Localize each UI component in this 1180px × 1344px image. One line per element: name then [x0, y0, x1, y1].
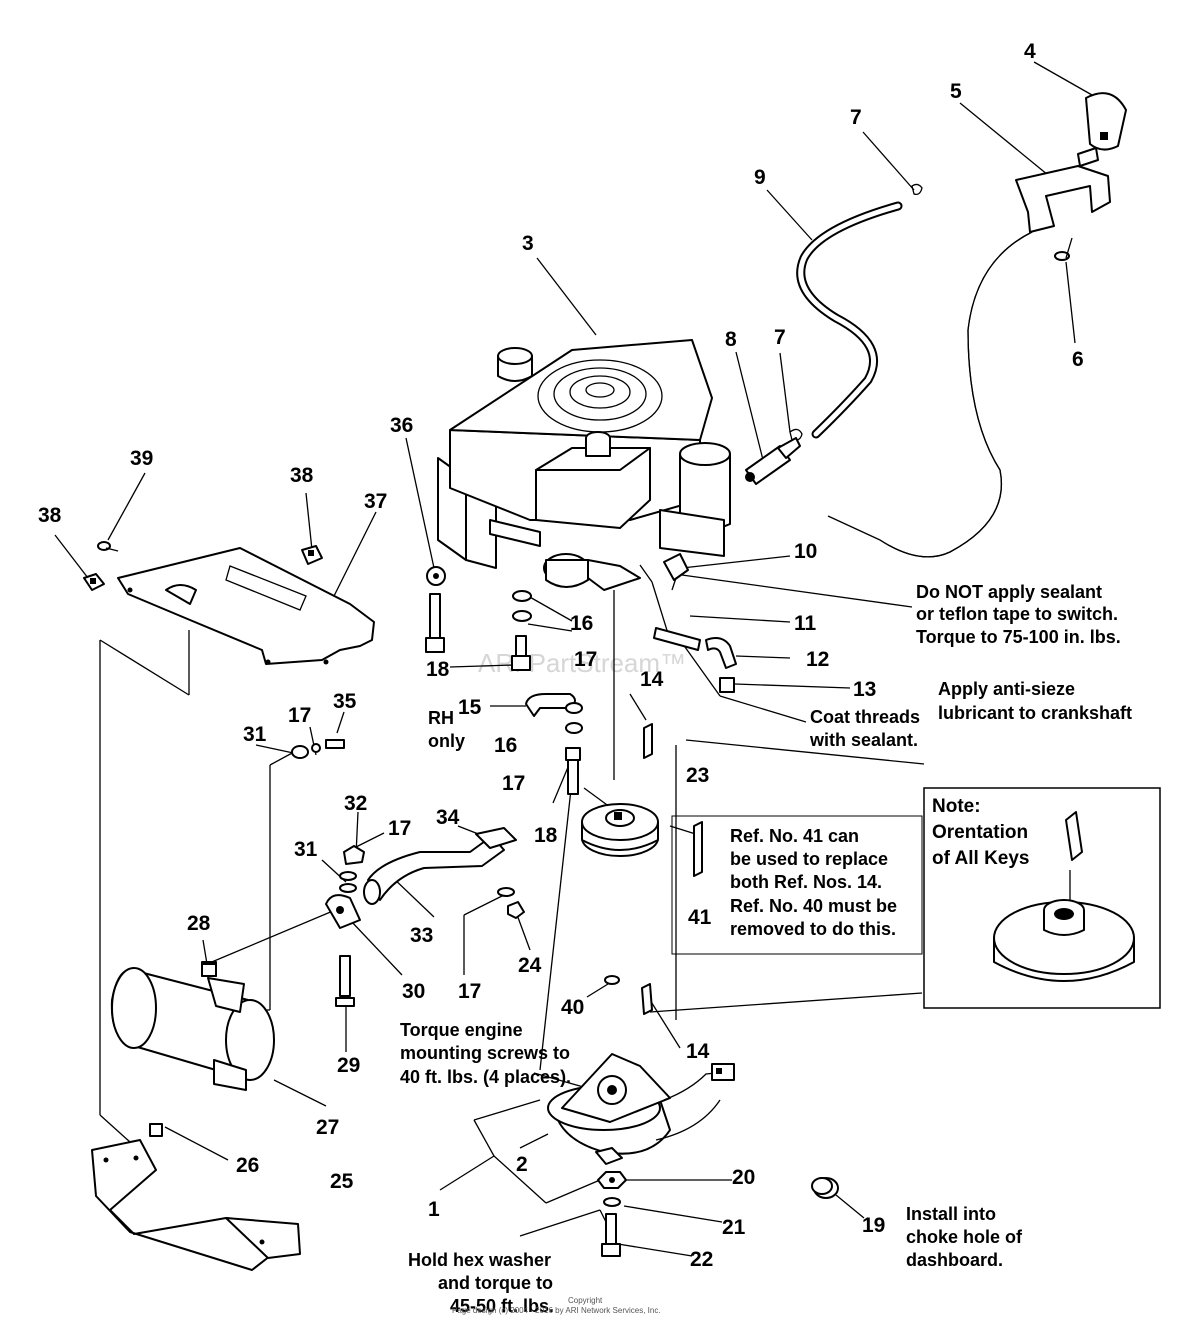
note-hex-washer: Hold hex washer and torque to 45-50 ft. … [408, 1250, 558, 1316]
ref-41-box [671, 815, 923, 955]
muffler-guard [91, 1139, 301, 1271]
callout-17b: 17 [288, 704, 311, 727]
fuel-fitting [745, 437, 801, 485]
callout-7: 7 [850, 106, 862, 129]
callout-15: 15 [458, 696, 482, 719]
note-ref-41: Ref. No. 41 can be used to replace both … [730, 826, 902, 939]
clutch-hardware [597, 1171, 627, 1257]
callout-21: 21 [722, 1216, 746, 1239]
callout-8: 8 [725, 328, 737, 351]
key-orientation-box [923, 787, 1161, 1009]
nut-28 [201, 963, 217, 977]
engine-pulley [581, 803, 659, 857]
callout-38b: 38 [290, 464, 314, 487]
callout-3: 3 [522, 232, 534, 255]
callout-31: 31 [243, 723, 267, 746]
callout-9: 9 [754, 166, 766, 189]
callout-12: 12 [806, 648, 829, 671]
svg-text:Copyright: Copyright [568, 1296, 603, 1305]
nut-26 [149, 1123, 163, 1137]
callout-41: 41 [688, 906, 712, 929]
callout-6: 6 [1072, 348, 1084, 371]
callout-16: 16 [570, 612, 593, 635]
callout-13: 13 [853, 678, 876, 701]
callout-7b: 7 [774, 326, 786, 349]
callout-37: 37 [364, 490, 387, 513]
key-14 [641, 723, 653, 1015]
washer-40 [604, 975, 620, 985]
leader-lines [54, 61, 1093, 1257]
muffler [110, 961, 275, 1091]
callout-14: 14 [640, 668, 664, 691]
callout-17: 17 [574, 648, 597, 671]
callout-1: 1 [428, 1198, 440, 1221]
callout-28: 28 [187, 912, 211, 935]
callout-35: 35 [333, 690, 357, 713]
callout-40: 40 [561, 996, 584, 1019]
screw-6 [1054, 237, 1073, 261]
callout-18b: 18 [534, 824, 558, 847]
note-keys: Note: Orentation of All Keys [932, 796, 1033, 869]
note-torque-engine: Torque engine mounting screws to 40 ft. … [400, 1020, 575, 1087]
note-choke: Install into choke hole of dashboard. [906, 1204, 1027, 1270]
fuel-line [796, 201, 903, 439]
callout-17d: 17 [388, 817, 411, 840]
speed-nut [83, 545, 323, 591]
electric-clutch [547, 1053, 735, 1165]
note-rh-only: RH only [428, 708, 465, 751]
callout-32: 32 [344, 792, 367, 815]
copyright: Copyright Page design (c) 2004 - 2016 by… [452, 1296, 661, 1315]
callout-labels: 1 2 3 4 5 6 7 7 8 9 10 11 12 13 14 14 15… [38, 40, 1084, 1271]
control-bracket [1015, 147, 1111, 233]
choke-plug [811, 1177, 839, 1199]
throttle-knob [1085, 92, 1127, 151]
callout-11: 11 [794, 612, 817, 635]
blower-housing-cover [117, 547, 375, 665]
throttle-cable [827, 231, 1033, 558]
engine [437, 339, 731, 591]
oil-drain-hose [653, 627, 737, 693]
note-switch: Do NOT apply sealant or teflon tape to s… [916, 582, 1123, 647]
note-antiseize: Apply anti-sieze lubricant to crankshaft [938, 679, 1132, 723]
oil-switch [663, 553, 689, 591]
callout-19: 19 [862, 1214, 885, 1237]
notes: Do NOT apply sealant or teflon tape to s… [400, 582, 1132, 1316]
callout-22: 22 [690, 1248, 713, 1271]
engine-mount-hardware [425, 566, 583, 795]
callout-14b: 14 [686, 1040, 710, 1063]
callout-29: 29 [337, 1054, 360, 1077]
callout-33: 33 [410, 924, 433, 947]
callout-10: 10 [794, 540, 817, 563]
callout-23: 23 [686, 764, 709, 787]
callout-26: 26 [236, 1154, 259, 1177]
callout-24: 24 [518, 954, 542, 977]
callout-17e: 17 [458, 980, 481, 1003]
callout-31b: 31 [294, 838, 318, 861]
callout-2: 2 [516, 1153, 528, 1176]
callout-39: 39 [130, 447, 153, 470]
note-coat-threads: Coat threads with sealant. [809, 707, 925, 750]
callout-36: 36 [390, 414, 413, 437]
callout-20: 20 [732, 1166, 755, 1189]
callout-34: 34 [436, 806, 460, 829]
callout-27: 27 [316, 1116, 339, 1139]
exhaust-hardware [291, 739, 365, 1007]
screw-39 [97, 541, 119, 552]
callout-25: 25 [330, 1170, 354, 1193]
callout-5: 5 [950, 80, 962, 103]
svg-text:Page design (c) 2004 - 2016 by: Page design (c) 2004 - 2016 by ARI Netwo… [452, 1306, 661, 1315]
callout-17c: 17 [502, 772, 525, 795]
callout-18: 18 [426, 658, 450, 681]
callout-16b: 16 [494, 734, 517, 757]
callout-4: 4 [1024, 40, 1036, 63]
callout-38: 38 [38, 504, 62, 527]
exhaust-pipe [363, 827, 525, 919]
callout-30: 30 [402, 980, 425, 1003]
